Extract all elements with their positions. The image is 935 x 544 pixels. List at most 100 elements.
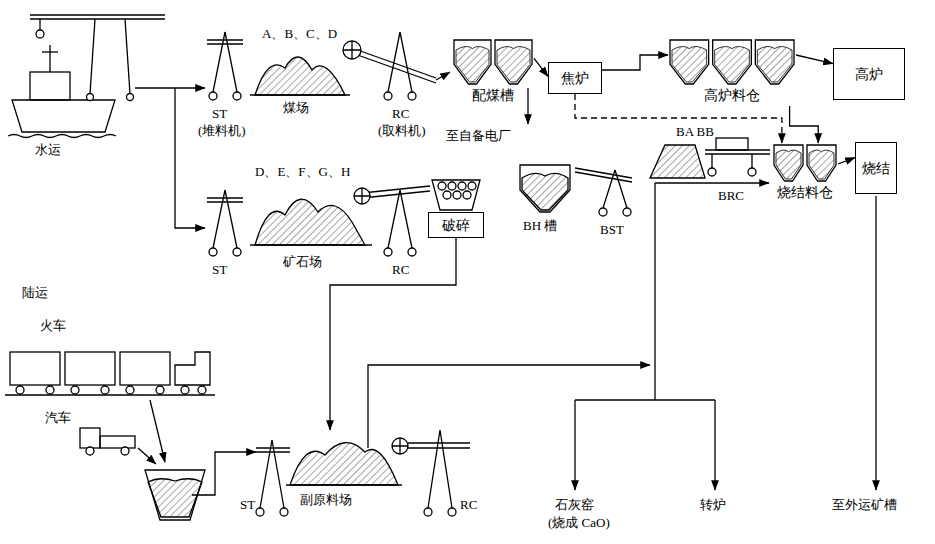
bh-bin: [520, 165, 570, 212]
node-text: 烧结: [862, 161, 890, 177]
text-label: ST: [212, 106, 227, 121]
flow-connector: [838, 158, 855, 164]
unloader-crane: [127, 94, 134, 101]
stacker-symbol: [209, 92, 217, 100]
blending-reclaimer: [716, 138, 748, 150]
conveyor-line: [175, 88, 205, 228]
text-label: (堆料机): [198, 123, 246, 138]
stacker-symbol: [207, 197, 243, 198]
text-label: A、B、C、D: [262, 26, 337, 41]
unloader-crane: [36, 30, 44, 38]
stacker-symbol: [209, 248, 217, 256]
hopper-material: [757, 46, 792, 82]
hopper-material: [809, 150, 834, 179]
truck: [80, 428, 156, 464]
flux-pile: [286, 443, 402, 485]
train: [5, 394, 215, 395]
crushed-ore-line: [330, 238, 456, 430]
storage-bin: 配煤槽: [452, 38, 534, 106]
stacker-symbol: [213, 190, 237, 248]
hopper-outline: [774, 145, 803, 181]
text-label: RC: [392, 106, 409, 121]
reclaimer-symbol: [424, 508, 432, 516]
blending-reclaimer: [748, 168, 756, 176]
text-label: BA BB: [676, 124, 714, 139]
hopper-outline: [755, 40, 794, 84]
train: [198, 386, 206, 394]
bh-bin: [520, 165, 570, 212]
hopper-material: [497, 46, 530, 82]
train: [150, 400, 165, 462]
text-label: 石灰窑: [555, 497, 594, 512]
reclaimer-symbol: [343, 41, 361, 59]
reclaimer-symbol: [436, 72, 450, 80]
process-box: 破碎: [428, 212, 484, 238]
flux-pile: [290, 443, 398, 485]
unloader-crane: [30, 18, 165, 19]
flux-line: [654, 183, 655, 400]
receiving-hopper: [145, 452, 256, 520]
text-label: BH 槽: [523, 218, 557, 233]
hopper-outline: [454, 40, 491, 84]
hopper-material: [456, 46, 489, 82]
ore-hopper: [432, 180, 480, 210]
stacker-symbol: [207, 201, 243, 202]
truck: [86, 447, 94, 455]
text-label: BRC: [718, 188, 744, 203]
reclaimer-symbol: [400, 442, 470, 443]
flux-line: [575, 399, 715, 400]
flow-connector: [790, 106, 819, 143]
text-label: 火车: [40, 318, 66, 333]
train: [46, 386, 54, 394]
text-label: 转炉: [700, 497, 726, 512]
unloader-crane: [87, 94, 94, 101]
storage-bin: 高炉料仓: [668, 38, 796, 106]
reclaimer-symbol: [354, 188, 370, 204]
flux-line: [875, 196, 876, 490]
power-plant-line: [527, 88, 528, 124]
reclaimer-symbol: [354, 186, 430, 256]
stacker-symbol: [575, 168, 632, 216]
ore-hopper: [463, 191, 471, 199]
stacker-symbol: [233, 92, 241, 100]
train: [175, 352, 210, 385]
text-label: 水运: [35, 142, 61, 157]
flux-line: [574, 400, 575, 490]
blending-reclaimer: [708, 168, 716, 176]
stacker-symbol: [207, 190, 243, 256]
text-label: 陆运: [22, 285, 48, 300]
node-text: 焦炉: [561, 71, 589, 87]
text-label: 汽车: [45, 410, 71, 425]
text-label: (取料机): [378, 123, 426, 138]
stacker-symbol: [603, 170, 627, 208]
hopper-outline: [713, 40, 752, 84]
text-label: (烧成 CaO): [548, 515, 610, 530]
reclaimer-symbol: [354, 188, 370, 204]
hopper-outline: [807, 145, 836, 181]
text-label: ST: [240, 497, 255, 512]
truck: [100, 436, 135, 448]
reclaimer-symbol: [428, 430, 452, 508]
stacker-symbol: [207, 39, 243, 40]
stacker-symbol: [213, 32, 237, 92]
reclaimer-symbol: [388, 190, 412, 248]
reclaimer-symbol: [392, 438, 408, 454]
stacker-symbol: [256, 451, 290, 452]
reclaimer-symbol: [408, 92, 416, 100]
node-text: 破碎: [442, 218, 470, 234]
process-box: 焦炉: [548, 62, 602, 94]
text-label: 至外运矿槽: [832, 497, 897, 512]
ore-hopper: [468, 182, 476, 190]
train: [71, 386, 79, 394]
unloader-crane: [39, 19, 40, 30]
receiving-hopper: [192, 452, 256, 495]
flux-line: [714, 400, 715, 490]
blending-reclaimer: [705, 138, 770, 176]
ship: [8, 135, 116, 138]
stacker-symbol: [233, 248, 241, 256]
power-plant-line: [527, 88, 528, 124]
stacker-symbol: [260, 440, 284, 508]
flux-line: [368, 365, 650, 448]
ore-pile: [255, 199, 365, 245]
node-text: 高炉: [855, 67, 883, 83]
